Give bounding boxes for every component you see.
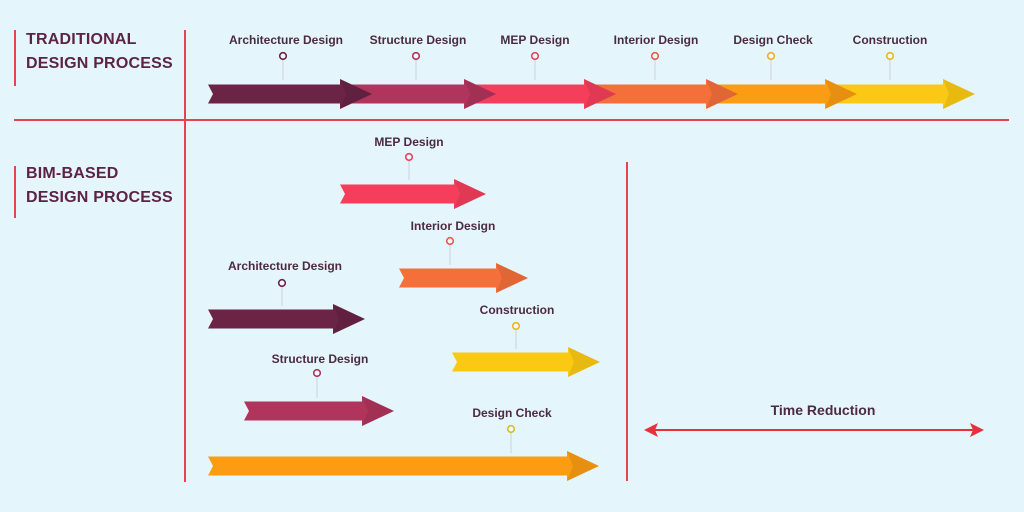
traditional-arrow	[702, 79, 857, 109]
traditional-title-line2: DESIGN PROCESS	[26, 55, 173, 72]
traditional-step-label: Architecture Design	[228, 33, 344, 47]
bim-step-label: Construction	[479, 303, 555, 317]
traditional-arrow-head-shade	[943, 79, 975, 109]
traditional-arrow	[583, 79, 738, 109]
left-arrowhead-icon	[644, 423, 658, 437]
traditional-marker-icon	[530, 51, 540, 61]
time-reduction-label: Time Reduction	[770, 402, 876, 418]
bim-arrow-head-shade	[362, 396, 394, 426]
traditional-arrow	[208, 79, 372, 109]
traditional-marker-icon	[650, 51, 660, 61]
bim-arrow-head-shade	[567, 451, 599, 481]
bim-marker-icon	[404, 152, 414, 162]
bim-accent-bar	[14, 166, 16, 218]
traditional-arrow-head-shade	[706, 79, 738, 109]
traditional-marker-icon	[885, 51, 895, 61]
traditional-arrow	[458, 79, 616, 109]
bim-arrow	[208, 304, 365, 334]
traditional-step-label: Interior Design	[613, 33, 699, 47]
bim-arrow	[452, 347, 600, 377]
bim-title-line1: BIM-BASED	[26, 165, 119, 182]
bim-marker-icon	[312, 368, 322, 378]
bim-marker-icon	[506, 424, 516, 434]
traditional-marker-icon	[766, 51, 776, 61]
bim-title: BIM-BASED DESIGN PROCESS	[26, 162, 173, 210]
traditional-arrow-head-shade	[340, 79, 372, 109]
bim-arrow-head-shade	[333, 304, 365, 334]
bim-arrow-head-shade	[454, 179, 486, 209]
bim-arrow-head-shade	[568, 347, 600, 377]
traditional-arrow-head-shade	[825, 79, 857, 109]
bim-step-label: Design Check	[472, 406, 552, 420]
right-arrowhead-icon	[970, 423, 984, 437]
traditional-marker-icon	[278, 51, 288, 61]
traditional-arrow-head-shade	[584, 79, 616, 109]
bim-step-label: Interior Design	[410, 219, 496, 233]
traditional-step-label: MEP Design	[500, 33, 570, 47]
traditional-arrow-head-shade	[464, 79, 496, 109]
bim-step-label: MEP Design	[374, 135, 444, 149]
bim-marker-icon	[445, 236, 455, 246]
bim-marker-icon	[277, 278, 287, 288]
bim-arrow	[399, 263, 528, 293]
traditional-accent-bar	[14, 30, 16, 86]
vertical-divider	[184, 30, 186, 482]
traditional-title-line1: TRADITIONAL	[26, 31, 137, 48]
traditional-step-label: Construction	[852, 33, 928, 47]
bim-arrow	[244, 396, 394, 426]
traditional-step-label: Structure Design	[369, 33, 467, 47]
bim-step-label: Structure Design	[271, 352, 369, 366]
bim-arrow-head-shade	[496, 263, 528, 293]
bim-step-label: Architecture Design	[227, 259, 343, 273]
traditional-marker-icon	[411, 51, 421, 61]
traditional-arrow	[820, 79, 975, 109]
horizontal-divider	[14, 119, 1009, 121]
bim-arrow	[208, 451, 599, 481]
traditional-step-label: Design Check	[733, 33, 813, 47]
bim-title-line2: DESIGN PROCESS	[26, 189, 173, 206]
bim-marker-icon	[511, 321, 521, 331]
bim-arrow	[340, 179, 486, 209]
traditional-arrow	[338, 79, 496, 109]
traditional-title: TRADITIONAL DESIGN PROCESS	[26, 28, 173, 76]
bim-end-divider	[626, 162, 628, 481]
